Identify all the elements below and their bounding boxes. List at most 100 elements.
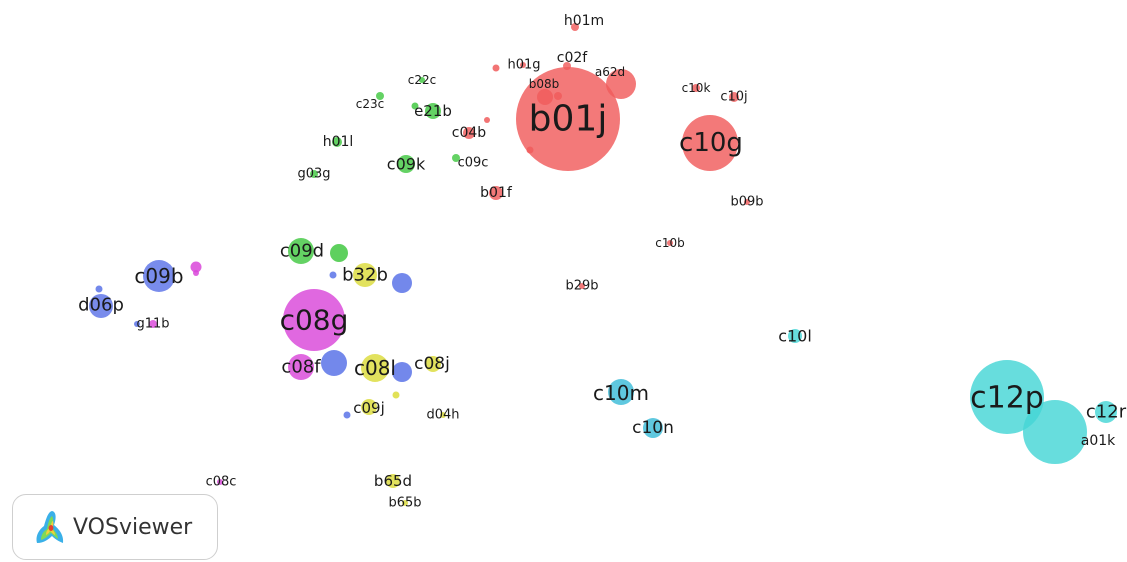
bubble-blue[interactable] bbox=[392, 362, 412, 382]
node-label-c08c[interactable]: c08c bbox=[206, 475, 237, 490]
node-c10g[interactable] bbox=[682, 115, 738, 171]
node-h01g[interactable] bbox=[520, 62, 526, 68]
node-b65b[interactable] bbox=[402, 500, 408, 506]
node-label-c09c[interactable]: c09c bbox=[458, 156, 489, 171]
node-label-b08b[interactable]: b08b bbox=[529, 77, 560, 91]
node-label-c10l[interactable]: c10l bbox=[778, 327, 812, 346]
node-c09c[interactable] bbox=[452, 154, 460, 162]
node-label-b01f[interactable]: b01f bbox=[480, 185, 513, 201]
node-label-h01g[interactable]: h01g bbox=[507, 58, 540, 73]
bubble-yellow[interactable] bbox=[392, 391, 400, 399]
bubble-blue[interactable] bbox=[329, 271, 337, 279]
node-d06p[interactable] bbox=[89, 294, 113, 318]
node-c09d[interactable] bbox=[288, 238, 314, 264]
node-label-c08l[interactable]: c08l bbox=[354, 356, 396, 380]
node-c10n[interactable] bbox=[643, 418, 663, 438]
node-c12p[interactable] bbox=[970, 360, 1044, 434]
node-label-b09b[interactable]: b09b bbox=[730, 195, 763, 210]
node-label-c10b[interactable]: c10b bbox=[655, 236, 684, 250]
node-h01m[interactable] bbox=[571, 23, 579, 31]
vosviewer-logo-icon bbox=[36, 511, 64, 543]
bubble-blue[interactable] bbox=[134, 321, 140, 327]
bubble-purple[interactable] bbox=[193, 270, 199, 276]
bubble-purple[interactable] bbox=[190, 261, 202, 273]
node-b65d[interactable] bbox=[386, 474, 400, 488]
node-label-h01m[interactable]: h01m bbox=[564, 13, 604, 29]
node-label-c10m[interactable]: c10m bbox=[593, 381, 649, 405]
node-label-b01j[interactable]: b01j bbox=[529, 99, 608, 140]
node-label-c02f[interactable]: c02f bbox=[557, 50, 589, 66]
node-c10j[interactable] bbox=[729, 92, 739, 102]
node-b01f[interactable] bbox=[489, 186, 503, 200]
node-label-b32b[interactable]: b32b bbox=[342, 265, 388, 286]
node-c02f[interactable] bbox=[563, 62, 571, 70]
node-label-g03g[interactable]: g03g bbox=[297, 167, 330, 182]
vosviewer-logo[interactable]: VOSviewer bbox=[12, 494, 218, 560]
node-b09b[interactable] bbox=[744, 199, 750, 205]
bubble-blue[interactable] bbox=[321, 350, 347, 376]
node-label-c10k[interactable]: c10k bbox=[682, 81, 711, 95]
node-label-c22c[interactable]: c22c bbox=[408, 73, 436, 87]
bubble-blue[interactable] bbox=[392, 273, 412, 293]
node-label-c23c[interactable]: c23c bbox=[356, 97, 384, 111]
node-label-c08f[interactable]: c08f bbox=[281, 357, 321, 378]
node-c08j[interactable] bbox=[425, 356, 441, 372]
bubble-green[interactable] bbox=[330, 244, 348, 262]
node-g03g[interactable] bbox=[310, 170, 318, 178]
node-c09j[interactable] bbox=[361, 399, 377, 415]
node-d04h[interactable] bbox=[440, 412, 446, 418]
node-c10l[interactable] bbox=[788, 329, 802, 343]
node-c10b[interactable] bbox=[667, 240, 673, 246]
node-b32b[interactable] bbox=[353, 263, 377, 287]
node-c10m[interactable] bbox=[608, 379, 634, 405]
bubble-blue[interactable] bbox=[95, 285, 103, 293]
node-c10k[interactable] bbox=[692, 84, 700, 92]
node-label-c04b[interactable]: c04b bbox=[452, 125, 487, 141]
node-label-c12p[interactable]: c12p bbox=[970, 381, 1044, 416]
node-g11b[interactable] bbox=[149, 320, 157, 328]
node-h01l[interactable] bbox=[332, 137, 342, 147]
node-label-c10g[interactable]: c10g bbox=[679, 128, 743, 158]
node-b08b[interactable] bbox=[537, 89, 553, 105]
node-label-d04h[interactable]: d04h bbox=[426, 408, 459, 423]
node-c09k[interactable] bbox=[397, 155, 415, 173]
node-label-c09j[interactable]: c09j bbox=[353, 399, 385, 417]
node-c12r[interactable] bbox=[1095, 401, 1117, 423]
node-label-d06p[interactable]: d06p bbox=[78, 295, 124, 316]
node-c08g[interactable] bbox=[283, 289, 345, 351]
node-label-h01l[interactable]: h01l bbox=[323, 134, 354, 150]
node-label-c10j[interactable]: c10j bbox=[720, 90, 747, 105]
node-c23c[interactable] bbox=[376, 92, 384, 100]
node-c04b[interactable] bbox=[463, 127, 475, 139]
node-label-a62d[interactable]: a62d bbox=[595, 65, 625, 79]
bubble-red[interactable] bbox=[484, 117, 490, 123]
node-label-a01k[interactable]: a01k bbox=[1081, 433, 1116, 449]
bubble-blue[interactable] bbox=[343, 411, 351, 419]
node-label-c10n[interactable]: c10n bbox=[632, 418, 674, 438]
node-label-c09k[interactable]: c09k bbox=[387, 155, 426, 174]
node-c22c[interactable] bbox=[419, 77, 425, 83]
node-label-c12r[interactable]: c12r bbox=[1086, 402, 1127, 423]
node-label-b29b[interactable]: b29b bbox=[565, 279, 598, 294]
node-c08f[interactable] bbox=[288, 354, 314, 380]
node-c08c[interactable] bbox=[217, 479, 223, 485]
node-e21b[interactable] bbox=[425, 103, 441, 119]
node-c09b[interactable] bbox=[143, 260, 175, 292]
bubbles-layer bbox=[95, 64, 562, 419]
node-b29b[interactable] bbox=[579, 283, 585, 289]
bubble-green[interactable] bbox=[411, 102, 419, 110]
node-label-c08j[interactable]: c08j bbox=[414, 354, 450, 374]
node-c08l[interactable] bbox=[361, 354, 389, 382]
bubble-red[interactable] bbox=[492, 64, 500, 72]
node-label-c09d[interactable]: c09d bbox=[280, 241, 324, 262]
node-a62d[interactable] bbox=[606, 69, 636, 99]
node-label-b65b[interactable]: b65b bbox=[388, 496, 421, 511]
node-label-c09b[interactable]: c09b bbox=[134, 264, 183, 288]
node-a01k[interactable] bbox=[1023, 400, 1087, 464]
node-label-c08g[interactable]: c08g bbox=[280, 304, 349, 337]
nodes-layer: h01m h01g c02f b08b a62d b01j c04b b01f c10k c10j… bbox=[78, 13, 1127, 511]
node-label-e21b[interactable]: e21b bbox=[414, 102, 452, 120]
node-label-b65d[interactable]: b65d bbox=[374, 472, 412, 490]
node-label-g11b[interactable]: g11b bbox=[136, 317, 169, 332]
